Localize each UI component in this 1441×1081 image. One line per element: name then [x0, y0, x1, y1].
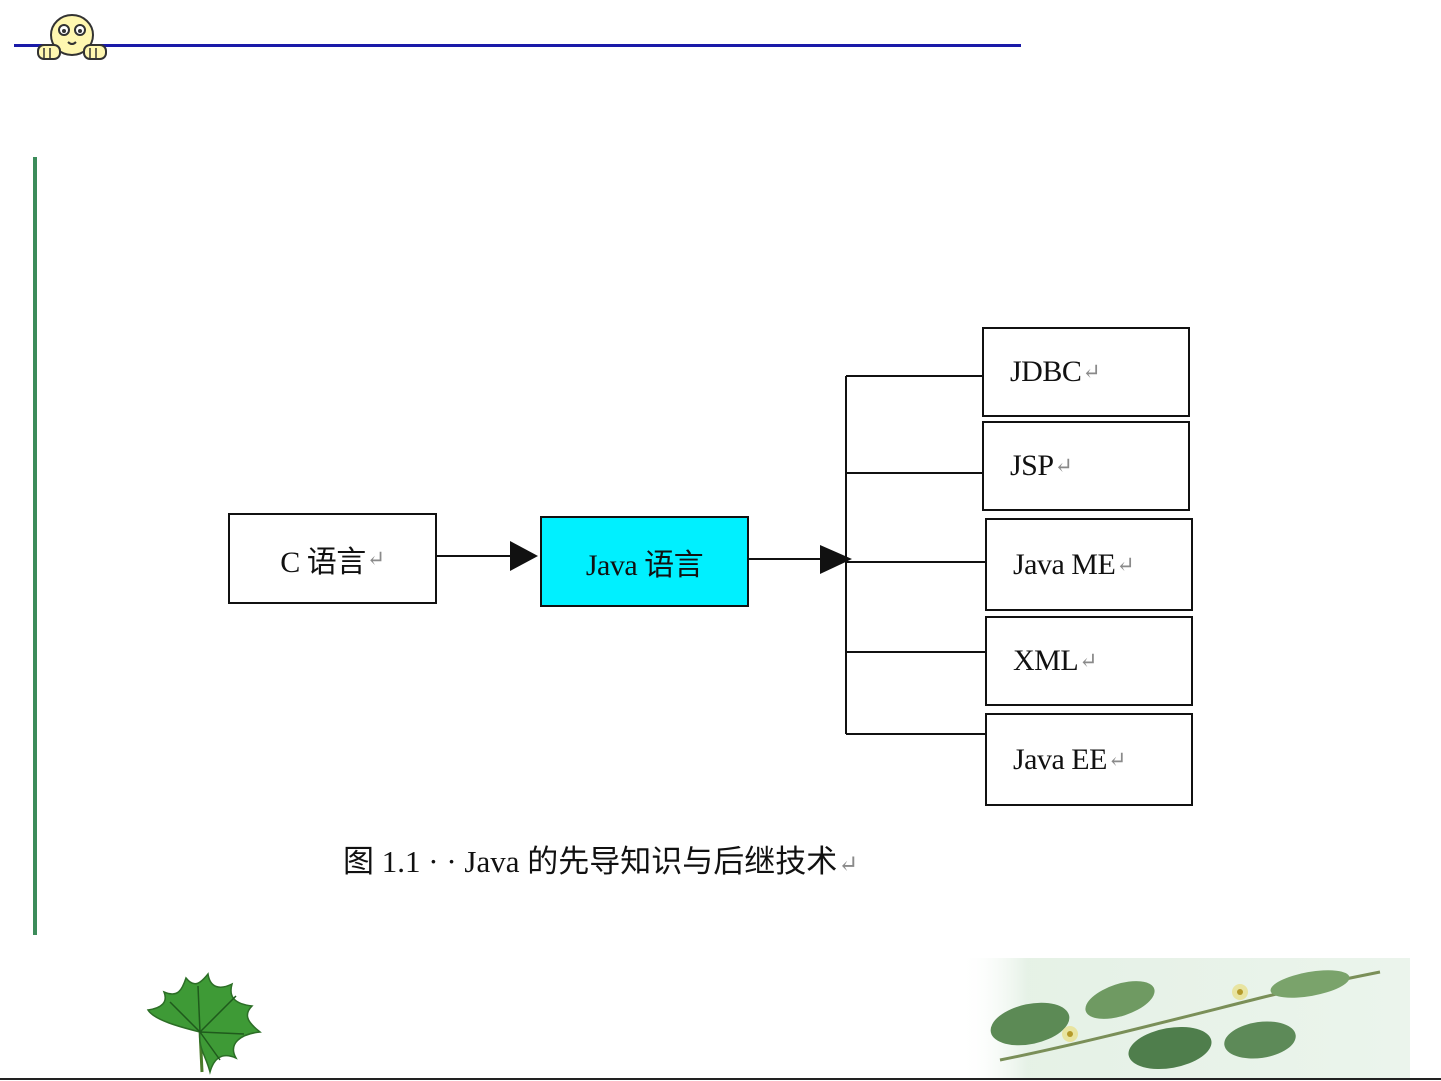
paragraph-mark: ↵	[1054, 453, 1073, 478]
figure-caption: 图 1.1 · · Java 的先导知识与后继技术↵	[343, 836, 858, 881]
figure-caption-text: 图 1.1 · · Java 的先导知识与后继技术	[343, 844, 838, 879]
node-jdbc: JDBC↵	[982, 327, 1190, 417]
paragraph-mark: ↵	[1082, 359, 1101, 384]
node-jsp: JSP↵	[982, 421, 1190, 511]
arrow-head-java-hub	[820, 545, 852, 574]
arrow-head-c-java	[510, 541, 538, 571]
paragraph-mark: ↵	[1116, 551, 1135, 577]
node-java-ee-label: Java EE	[1013, 742, 1107, 776]
paragraph-mark: ↵	[1107, 746, 1126, 772]
node-java-language: Java 语言	[540, 516, 749, 607]
paragraph-mark: ↵	[1079, 648, 1098, 673]
vine-leaves-icon	[960, 958, 1410, 1078]
node-c-language: C 语言↵	[228, 513, 437, 604]
footer-rule	[0, 1078, 1441, 1080]
node-java-me-label: Java ME	[1013, 547, 1116, 581]
header-rule	[14, 44, 1021, 47]
green-leaf-icon	[146, 972, 262, 1075]
node-xml-label: XML	[1013, 644, 1079, 677]
node-java-label: Java 语言	[585, 548, 704, 582]
node-java-ee: Java EE↵	[985, 713, 1193, 806]
node-jsp-label: JSP	[1010, 449, 1054, 482]
node-jdbc-label: JDBC	[1010, 355, 1082, 388]
node-xml: XML↵	[985, 616, 1193, 706]
node-java-me: Java ME↵	[985, 518, 1193, 611]
peeking-face-icon	[37, 14, 107, 60]
node-c-label: C 语言	[280, 545, 366, 579]
paragraph-mark: ↵	[366, 545, 385, 571]
paragraph-mark: ↵	[838, 852, 859, 878]
left-accent-bar	[33, 157, 37, 935]
